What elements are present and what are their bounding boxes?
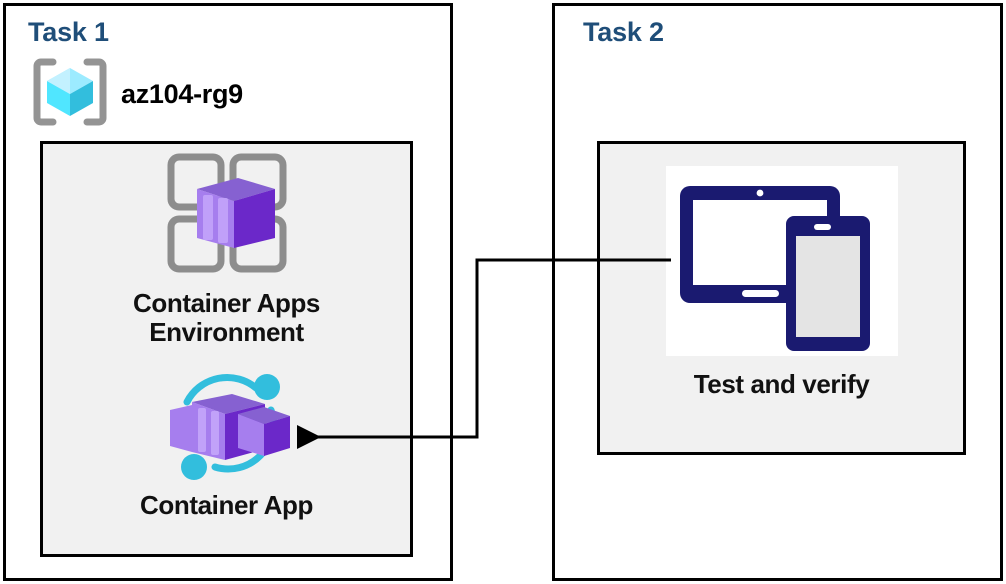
container-apps-environment-block[interactable]: Container Apps Environment xyxy=(41,148,412,347)
container-app-block[interactable]: Container App xyxy=(41,372,412,520)
resource-group-label: az104-rg9 xyxy=(121,79,243,109)
test-and-verify-block[interactable]: Test and verify xyxy=(597,166,966,399)
container-apps-environment-icon xyxy=(162,153,292,282)
container-app-icon xyxy=(152,373,302,486)
test-and-verify-label: Test and verify xyxy=(693,369,870,399)
task-2-title: Task 2 xyxy=(583,17,664,47)
test-and-verify-devices-icon xyxy=(665,166,898,356)
resource-group-row: az104-rg9 xyxy=(33,58,243,131)
container-apps-environment-label: Container Apps Environment xyxy=(132,288,320,348)
container-app-label: Container App xyxy=(140,490,313,520)
resource-group-icon xyxy=(33,58,107,131)
task-1-title: Task 1 xyxy=(28,17,109,47)
